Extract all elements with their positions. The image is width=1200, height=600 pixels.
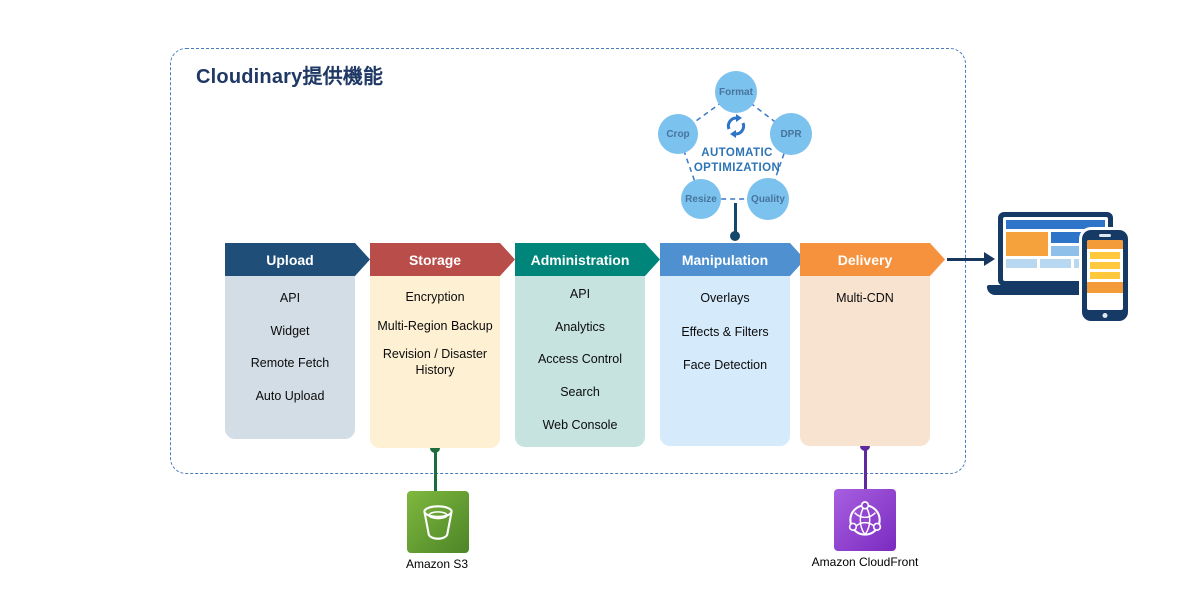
feature-item: API — [279, 291, 301, 305]
phone-screen-row — [1090, 272, 1120, 279]
s3-connector-line — [434, 449, 437, 491]
feature-item: Auto Upload — [255, 388, 325, 403]
feature-item: Search — [560, 384, 600, 399]
storage-column-body: Encryption Multi-Region Backup Revision … — [370, 243, 500, 448]
upload-header-label: Upload — [266, 251, 314, 268]
feature-item: Face Detection — [682, 358, 768, 373]
administration-column-body: API Analytics Access Control Search Web … — [515, 243, 645, 447]
phone-illustration — [1082, 230, 1128, 321]
manipulation-connector-dot — [730, 231, 740, 241]
automatic-optimization-label: AUTOMATIC OPTIMIZATION — [675, 146, 799, 176]
node-crop-label: Crop — [666, 128, 690, 140]
arrow-right-icon — [984, 252, 995, 266]
cloudfront-connector-dot — [860, 441, 870, 451]
phone-screen-row — [1090, 262, 1120, 269]
s3-bucket-icon — [407, 491, 469, 553]
automatic-line: AUTOMATIC — [701, 147, 773, 159]
feature-item: Encryption — [405, 290, 465, 304]
node-crop: Crop — [658, 114, 698, 154]
phone-speaker — [1099, 234, 1111, 237]
feature-item: Overlays — [700, 291, 750, 305]
feature-item: Web Console — [542, 417, 618, 432]
laptop-screen-row — [1006, 232, 1105, 256]
optimization-line: OPTIMIZATION — [693, 161, 781, 174]
node-dpr-label: DPR — [780, 128, 802, 140]
feature-item: Revision / Disaster History — [382, 347, 488, 377]
node-dpr: DPR — [770, 113, 812, 155]
feature-item: API — [569, 287, 591, 301]
node-resize: Resize — [681, 179, 721, 219]
storage-column-header: Storage — [370, 243, 515, 276]
node-quality: Quality — [747, 178, 789, 220]
phone-screen-row — [1090, 252, 1120, 259]
phone-screen-footer-bar — [1087, 282, 1123, 293]
laptop-screen-square — [1006, 259, 1037, 268]
cloudinary-feature-frame — [170, 48, 966, 474]
laptop-screen-lightblue-block — [1050, 245, 1105, 256]
laptop-screen-blue-block — [1050, 232, 1105, 243]
feature-item: Effects & Filters — [681, 324, 769, 339]
phone-home-button — [1102, 313, 1108, 318]
delivery-to-devices-arrow-line — [947, 258, 985, 261]
storage-header-label: Storage — [408, 251, 462, 268]
phone-screen-header-bar — [1087, 240, 1123, 249]
refresh-cycle-icon — [726, 114, 746, 138]
node-format: Format — [715, 71, 757, 113]
manipulation-header-label: Manipulation — [681, 251, 769, 268]
feature-item: Multi-Region Backup — [377, 318, 493, 333]
laptop-screen-header-bar — [1006, 220, 1105, 229]
feature-item: Analytics — [554, 319, 606, 334]
feature-item: Multi-CDN — [836, 291, 894, 305]
s3-label: Amazon S3 — [405, 557, 469, 571]
feature-item: Widget — [270, 323, 310, 338]
delivery-column-body: Multi-CDN — [800, 243, 930, 446]
cloudfront-connector-line — [864, 446, 867, 489]
administration-header-label: Administration — [530, 251, 630, 268]
manipulation-connector-line — [734, 203, 737, 236]
cloudfront-globe-icon — [834, 489, 896, 551]
laptop-screen — [1003, 217, 1108, 281]
delivery-column-header: Delivery — [800, 243, 945, 276]
node-quality-label: Quality — [751, 193, 785, 205]
laptop-screen-square — [1040, 259, 1071, 268]
diagram-title: Cloudinary提供機能 — [196, 66, 384, 88]
feature-item: Remote Fetch — [250, 356, 330, 371]
laptop-base — [987, 285, 1124, 295]
phone-screen — [1087, 240, 1123, 310]
node-resize-label: Resize — [685, 193, 717, 205]
s3-connector-dot — [430, 443, 440, 453]
upload-column-header: Upload — [225, 243, 370, 276]
feature-item: Access Control — [537, 352, 623, 367]
cloudfront-label: Amazon CloudFront — [811, 555, 919, 569]
manipulation-column-body: Overlays Effects & Filters Face Detectio… — [660, 243, 790, 446]
node-format-label: Format — [719, 86, 753, 98]
manipulation-column-header: Manipulation — [660, 243, 805, 276]
delivery-header-label: Delivery — [837, 251, 893, 268]
administration-column-header: Administration — [515, 243, 660, 276]
laptop-screen-right-blocks — [1050, 232, 1105, 256]
laptop-screen-orange-block — [1006, 232, 1048, 256]
